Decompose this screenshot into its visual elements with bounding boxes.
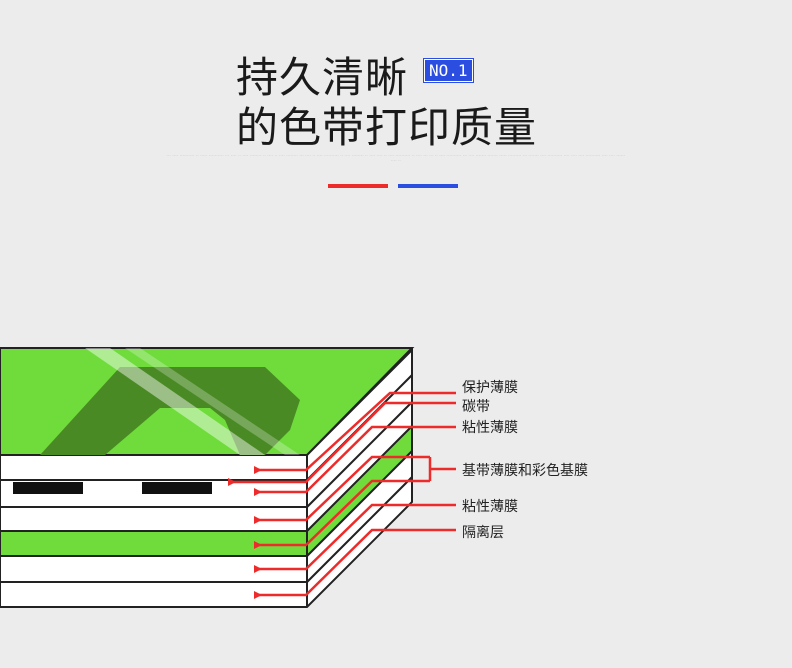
- label-adhesive-film-top: 粘性薄膜: [462, 420, 518, 436]
- title-line-2: 的色带打印质量: [236, 103, 538, 152]
- glare-highlight: [85, 348, 265, 455]
- leader-lines: [228, 391, 456, 599]
- red-underline-bar: [328, 184, 388, 188]
- label-release-layer: 隔离层: [462, 524, 504, 541]
- logo-shape: [40, 367, 300, 455]
- tagline-text: --- ---- ---------- -- ----- ---------- …: [166, 153, 626, 162]
- label-base-film: 基带薄膜和彩色基膜: [462, 462, 588, 479]
- no1-badge: NO.1: [424, 59, 473, 82]
- label-adhesive-film-bottom: 粘性薄膜: [462, 499, 518, 515]
- label-carbon-ribbon: 碳带: [462, 399, 490, 415]
- title-line-1: 持久清晰: [236, 53, 409, 102]
- label-protective-film: 保护薄膜: [462, 380, 518, 396]
- blue-underline-bar: [398, 184, 458, 188]
- title-block: 持久清晰 NO.1 的色带打印质量 --- ---- ---------- --…: [0, 0, 792, 200]
- top-green-surface: [0, 347, 415, 456]
